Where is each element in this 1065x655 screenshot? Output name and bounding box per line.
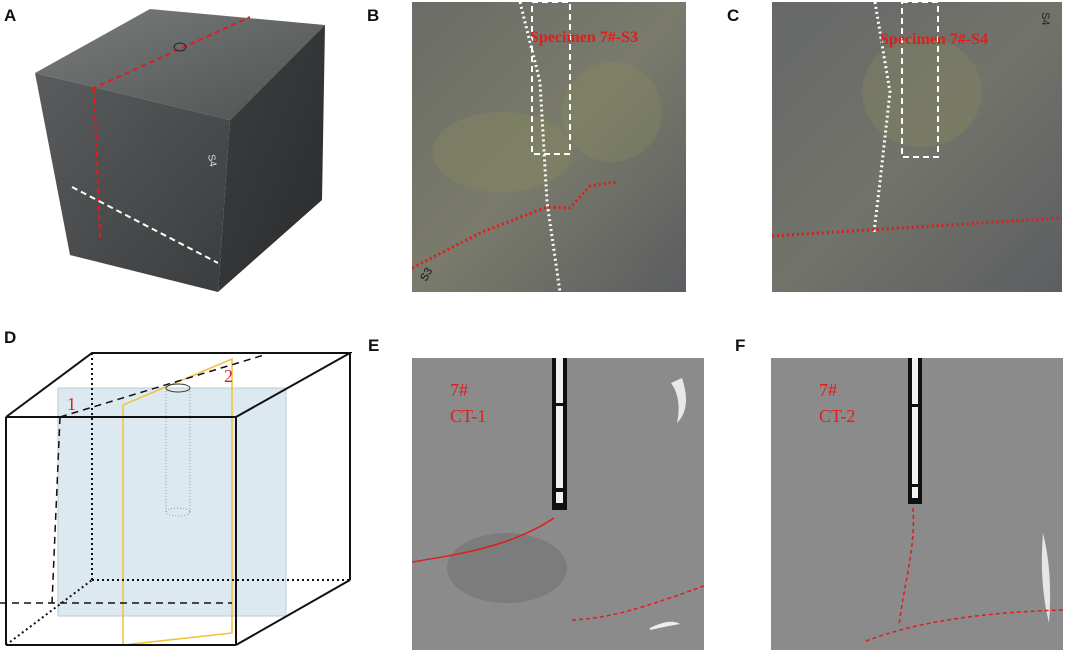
- ct2-label-line1: 7#: [819, 380, 837, 400]
- specimen-s4-photo: Specimen 7#-S4 S4: [772, 2, 1062, 292]
- cube-schematic-diagram: 1 2: [0, 352, 352, 646]
- s3-borehole-outline: [531, 2, 571, 155]
- panel-letter-f: F: [735, 336, 746, 355]
- ct1-white-inclusion: [671, 378, 686, 423]
- ct-slice-2: 7# CT-2: [771, 358, 1063, 650]
- red-dashed-front-line: [93, 88, 101, 238]
- cube-right-face: [218, 25, 325, 292]
- ct1-label-line2: CT-1: [450, 406, 486, 426]
- ct2-white-inclusion: [1041, 533, 1051, 623]
- panel-letter-b: B: [367, 6, 380, 25]
- ct2-label-line2: CT-2: [819, 406, 855, 426]
- yellow-section-plane: [122, 357, 233, 646]
- s4-red-crack-line: [772, 216, 1062, 238]
- s4-corner-mark: S4: [1039, 12, 1051, 25]
- s3-corner-mark: S3: [418, 266, 435, 284]
- cube-top-face: [35, 9, 325, 120]
- s3-white-dotted-line: [518, 2, 562, 292]
- ct-slice-1: 7# CT-1: [412, 358, 704, 650]
- ct1-crack-left: [412, 517, 555, 563]
- s3-specimen-label: Specimen 7#-S3: [530, 29, 638, 46]
- s4-surface: [772, 2, 1062, 292]
- s3-red-crack-line: [412, 180, 618, 270]
- panel-letter-e: E: [368, 336, 380, 355]
- panel-letter-c: C: [727, 6, 740, 25]
- ct2-crack-horizontal: [865, 609, 1063, 642]
- specimen-s3-photo: Specimen 7#-S3 S3: [412, 2, 686, 292]
- ct1-label-line1: 7#: [450, 380, 468, 400]
- cube-front-face: [35, 73, 230, 292]
- borehole-bottom: [165, 507, 191, 517]
- plane-label-1: 1: [67, 394, 76, 414]
- s4-white-dotted-line: [872, 2, 892, 233]
- s4-borehole-outline: [901, 2, 939, 158]
- blue-section-plane: [57, 387, 287, 617]
- white-dashed-line: [71, 186, 219, 264]
- plane-label-2: 2: [224, 366, 233, 386]
- rock-cube-photo: S4: [35, 9, 325, 292]
- ct2-crack-vertical: [898, 507, 915, 627]
- panel-letter-d: D: [4, 328, 17, 347]
- face-mark-s4: S4: [205, 154, 218, 168]
- panel-letter-a: A: [4, 6, 17, 25]
- red-dashed-top-line: [91, 16, 251, 90]
- s4-specimen-label: Specimen 7#-S4: [880, 31, 988, 48]
- ct1-crack-right: [571, 585, 704, 621]
- borehole-mark: [173, 42, 187, 52]
